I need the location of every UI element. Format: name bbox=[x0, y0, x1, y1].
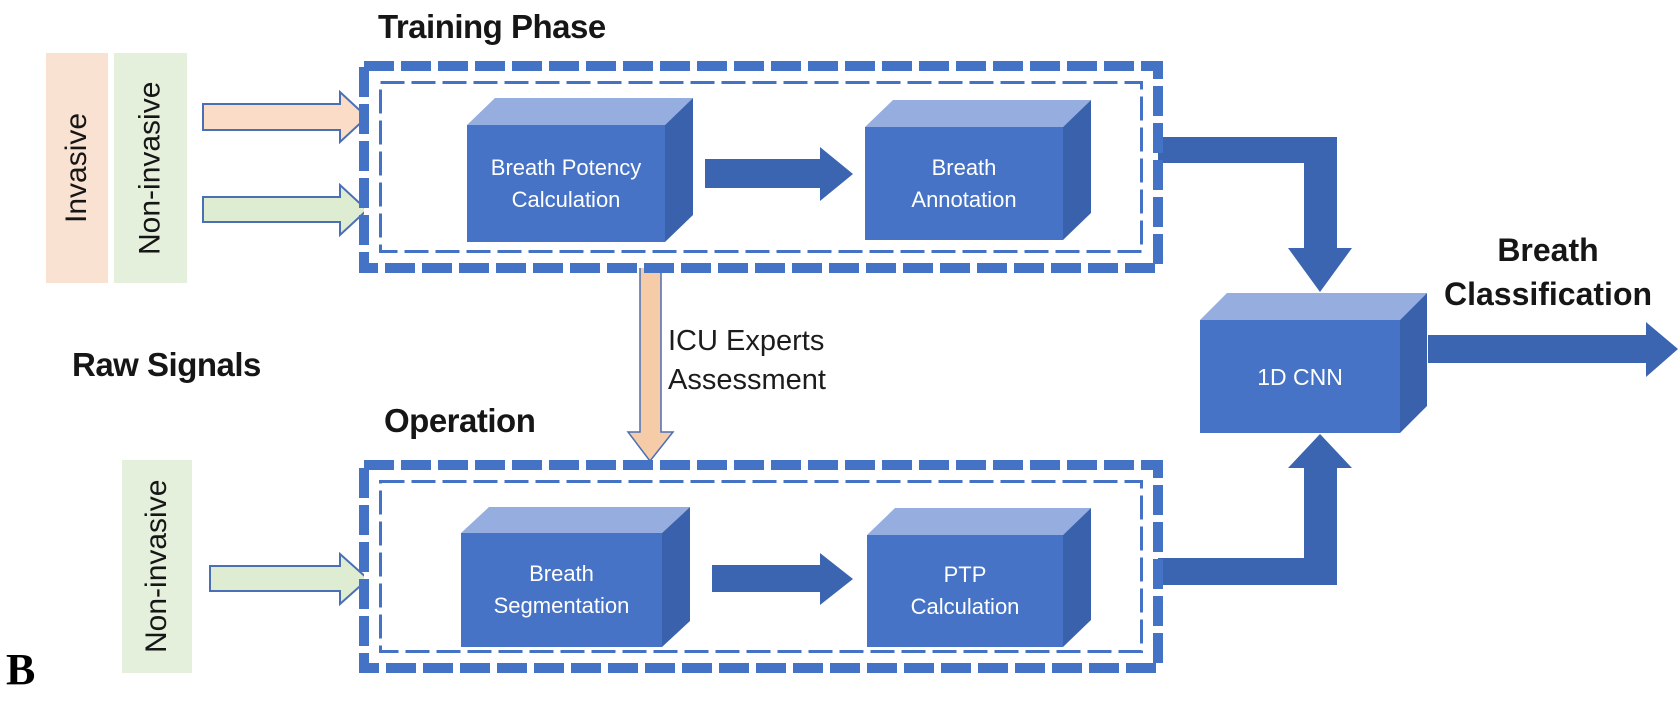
training-step-arrow bbox=[705, 147, 853, 201]
noninvasive-input-arrow-bottom bbox=[209, 551, 370, 607]
raw-signals-label: Raw Signals bbox=[72, 346, 261, 383]
training-phase-frame-inner bbox=[379, 81, 1143, 253]
breath-annotation-label: Breath Annotation bbox=[865, 127, 1063, 240]
icu-assessment-caption: ICU Experts Assessment bbox=[668, 322, 826, 400]
box-top-face bbox=[867, 508, 1091, 535]
operation-step-arrow bbox=[712, 553, 853, 605]
breath-annotation-box bbox=[865, 100, 1091, 240]
icu-assessment-arrow bbox=[626, 261, 675, 463]
box-front-face bbox=[461, 533, 662, 647]
box-top-face bbox=[865, 100, 1091, 127]
invasive-label: Invasive bbox=[46, 53, 108, 283]
breath-classification-line1: Breath bbox=[1497, 232, 1599, 268]
box-side-face bbox=[1063, 100, 1091, 240]
box-side-face bbox=[665, 98, 693, 242]
cnn-box bbox=[1200, 293, 1427, 433]
box-front-face bbox=[467, 125, 665, 242]
noninvasive-input-arrow-top bbox=[202, 182, 369, 238]
box-top-face bbox=[461, 507, 690, 533]
box-front-face bbox=[867, 535, 1063, 647]
box-front-face bbox=[1200, 320, 1400, 433]
breath-classification-caption: Breath Classification bbox=[1408, 228, 1679, 316]
noninvasive-label-bottom: Non-invasive bbox=[122, 460, 192, 673]
breath-classification-line2: Classification bbox=[1443, 276, 1653, 312]
operation-frame-inner bbox=[379, 480, 1143, 653]
cnn-box-label: 1D CNN bbox=[1257, 363, 1343, 390]
training-phase-title: Training Phase bbox=[378, 8, 606, 45]
box-side-face bbox=[1400, 293, 1427, 433]
box-label-line1: Breath bbox=[931, 154, 997, 180]
ptp-calculation-box bbox=[867, 508, 1091, 647]
invasive-input-arrow bbox=[202, 89, 369, 145]
ptp-calculation-label: PTP Calculation bbox=[867, 535, 1063, 647]
breath-potency-calculation-label: Breath Potency Calculation bbox=[467, 125, 665, 242]
box-top-face bbox=[467, 98, 693, 125]
operation-title: Operation bbox=[384, 402, 536, 439]
box-label-line2: Segmentation bbox=[493, 593, 630, 618]
icu-assessment-line2: Assessment bbox=[668, 364, 826, 396]
box-front-face bbox=[865, 127, 1063, 240]
icu-assessment-line1: ICU Experts bbox=[668, 325, 825, 357]
breath-potency-calculation-box bbox=[467, 98, 693, 242]
box-label-line2: Calculation bbox=[511, 186, 621, 212]
box-side-face bbox=[662, 507, 690, 647]
breath-classification-output-arrow bbox=[1428, 322, 1678, 377]
breath-segmentation-box bbox=[461, 507, 690, 647]
box-side-face bbox=[1063, 508, 1091, 647]
connector-operation-to-cnn-arrow bbox=[1150, 434, 1352, 585]
breath-segmentation-label: Breath Segmentation bbox=[461, 533, 662, 647]
connector-training-to-cnn-arrow bbox=[1150, 137, 1352, 292]
box-top-face bbox=[1200, 293, 1427, 320]
noninvasive-label-top: Non-invasive bbox=[114, 53, 187, 283]
figure-panel-letter: B bbox=[6, 645, 36, 694]
box-label-line1: Breath Potency bbox=[490, 154, 642, 180]
box-label-line1: PTP bbox=[943, 562, 987, 587]
box-label-line2: Calculation bbox=[910, 594, 1020, 619]
box-label-line2: Annotation bbox=[911, 186, 1017, 212]
box-label-line1: Breath bbox=[529, 561, 594, 586]
